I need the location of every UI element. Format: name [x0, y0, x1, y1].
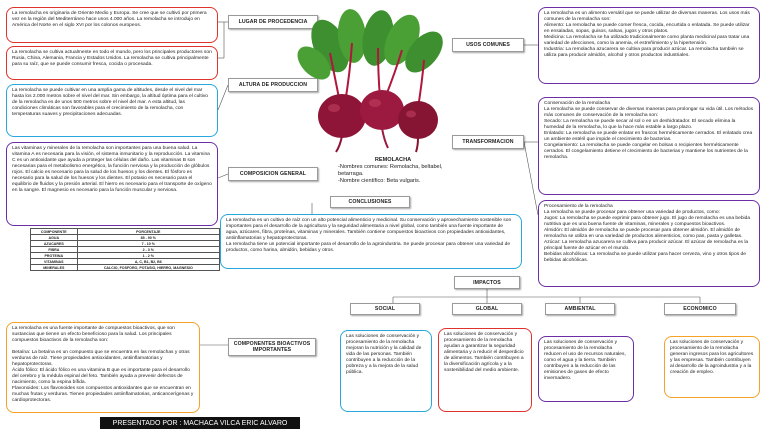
label-ambiental: AMBIENTAL — [545, 303, 615, 315]
label-global: GLOBAL — [452, 303, 522, 315]
label-conclusiones: CONCLUSIONES — [330, 196, 410, 208]
label-social: SOCIAL — [350, 303, 420, 315]
table-cell: CALCIO, FOSFORO, POTASIO, HIERRO, MAGNES… — [76, 264, 221, 271]
center-info: REMOLACHA -Nombres comunes: Remolacha, b… — [338, 157, 448, 185]
usos-box: La remolacha es un alimento versátil que… — [538, 7, 760, 84]
label-impactos: IMPACTOS — [454, 276, 520, 289]
ambiental-box: Las soluciones de conservación y procesa… — [538, 336, 634, 402]
scientific-name: -Nombre científico: Beta vulgaris. — [338, 177, 421, 184]
altura-box: La remolacha se puede cultivar en una am… — [6, 84, 218, 137]
table-cell: MINERALES — [30, 264, 78, 271]
bioactivos-box: La remolacha es una fuente importante de… — [6, 322, 200, 413]
vitaminas-box: Las vitaminas y minerales de la remolach… — [6, 142, 218, 226]
footer-presenter: PRESENTADO POR : MACHACA VILCA ERIC ALVA… — [100, 417, 300, 429]
beet-leaves-icon — [297, 9, 443, 80]
label-composicion: COMPOSICION GENERAL — [228, 167, 318, 181]
label-economico: ECONOMICO — [664, 303, 736, 315]
social-box: Las soluciones de conservación y procesa… — [340, 330, 432, 412]
beet-illustration — [297, 9, 443, 153]
label-altura: ALTURA DE PRODUCCION — [228, 78, 318, 92]
conclusiones-box: La remolacha es un cultivo de raíz con u… — [220, 214, 522, 269]
beet-roots-icon — [318, 90, 438, 153]
label-usos: USOS COMUNES — [452, 38, 524, 52]
label-transformacion: TRANSFORMACION — [452, 135, 524, 149]
common-names: -Nombres comunes: Remolacha, beltabel, b… — [338, 163, 443, 177]
procesamiento-box: Procesamiento de la remolacha La remolac… — [538, 200, 760, 287]
economico-box: Las soluciones de conservación y procesa… — [664, 336, 760, 398]
cultivo-box: La remolacha se cultiva actualmente en t… — [6, 46, 218, 80]
center-title: REMOLACHA — [374, 157, 412, 163]
global-box: Las soluciones de conservación y procesa… — [438, 328, 532, 412]
label-bioactivos: COMPONENTES BIOACTIVOS IMPORTANTES — [228, 338, 316, 356]
conservacion-box: Conservación de la remolacha La remolach… — [538, 97, 760, 195]
procedencia-box: La remolacha es originaria de Oriente Me… — [6, 7, 218, 43]
